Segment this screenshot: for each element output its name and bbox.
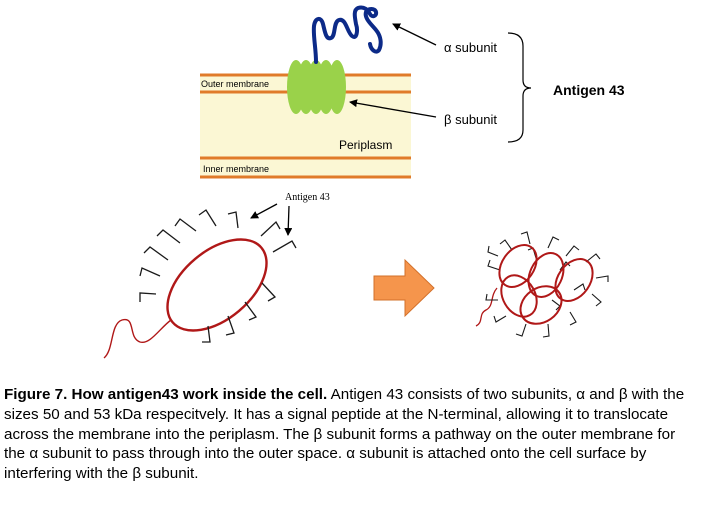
cell-pointer-arrow-left (250, 203, 278, 219)
cell-aggregate (475, 231, 609, 338)
aggregate-flagellum (475, 287, 498, 327)
antigen43-bracket-label: Antigen 43 (553, 82, 625, 98)
beta-barrel (287, 60, 346, 114)
figure-caption: Figure 7. How antigen43 work inside the … (4, 385, 699, 484)
single-cell: Antigen 43 (103, 192, 330, 359)
flagellum (103, 318, 172, 359)
antigen43-bracket (507, 32, 532, 143)
alpha-pointer-arrow (392, 23, 437, 46)
aggregate-surface-antigens (485, 231, 609, 338)
aggregate-cell-4 (500, 274, 538, 318)
aggregate-cell-3 (554, 258, 594, 302)
beta-pointer-arrow (349, 99, 437, 118)
cell-surface-antigens (139, 209, 297, 343)
periplasm-label: Periplasm (339, 138, 392, 152)
inner-membrane-band (200, 158, 411, 177)
cell-pointer-arrow-right (284, 205, 293, 236)
alpha-subunit-chain (311, 5, 383, 64)
caption-heading: Figure 7. How antigen43 work inside the … (4, 386, 328, 403)
transition-arrow (373, 258, 435, 318)
outer-membrane-label: Outer membrane (201, 79, 269, 89)
caption-body: Antigen 43 consists of two subunits, α a… (4, 386, 685, 483)
aggregate-cell-1 (498, 244, 538, 288)
aggregate-cell-5 (519, 285, 563, 325)
membrane-panel: Outer membrane Inner membrane Periplasm … (200, 5, 625, 179)
antigen43-cell-label: Antigen 43 (285, 192, 330, 203)
antigen43-diagram: Outer membrane Inner membrane Periplasm … (103, 5, 625, 359)
beta-subunit-label: β subunit (444, 112, 497, 127)
alpha-subunit-label: α subunit (444, 40, 497, 55)
inner-membrane-label: Inner membrane (203, 164, 269, 174)
aggregate-cell-2 (527, 252, 565, 298)
cell-body (166, 238, 268, 332)
